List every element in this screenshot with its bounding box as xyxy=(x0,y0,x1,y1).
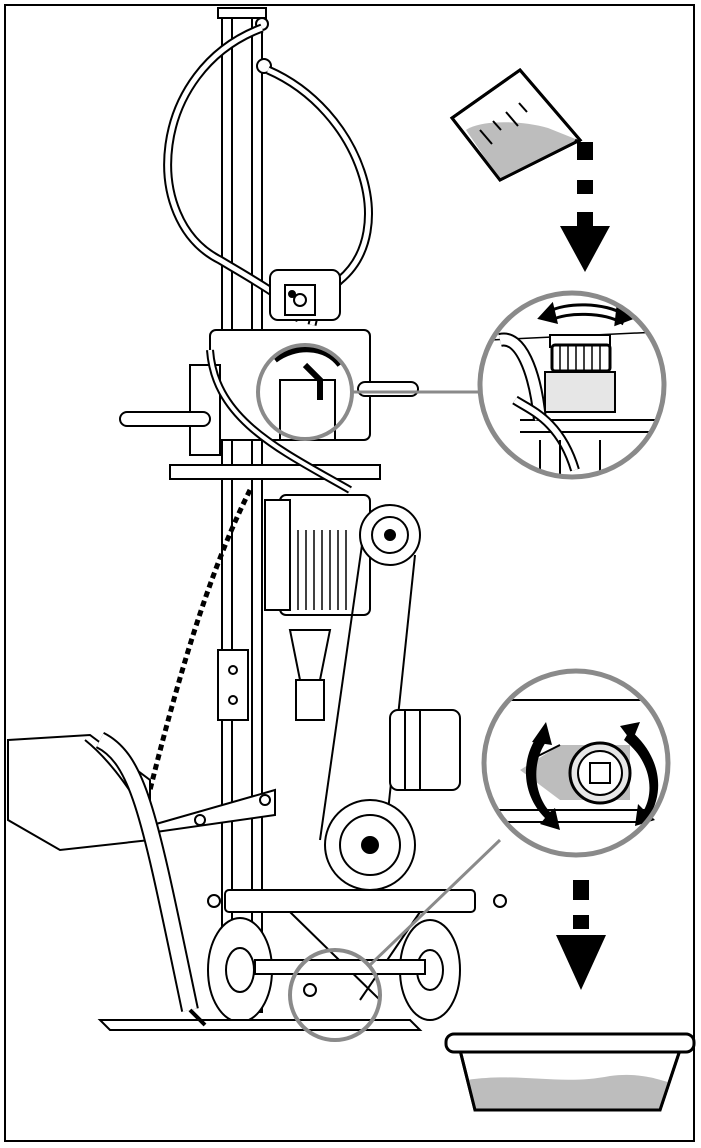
log-splitter-machine xyxy=(7,7,507,1031)
callout-markers xyxy=(256,343,502,1042)
flow-arrow-top xyxy=(560,142,610,272)
measuring-jug-icon xyxy=(449,67,586,182)
oil-basin-icon xyxy=(444,1032,696,1112)
rotation-arrow-icon xyxy=(525,722,659,830)
drain-plug-callout xyxy=(288,948,382,1042)
fill-cap-detail xyxy=(477,290,667,480)
flow-arrow-bottom xyxy=(556,880,606,990)
rotation-arrow-icon xyxy=(537,301,635,327)
drain-plug-detail xyxy=(481,668,671,858)
